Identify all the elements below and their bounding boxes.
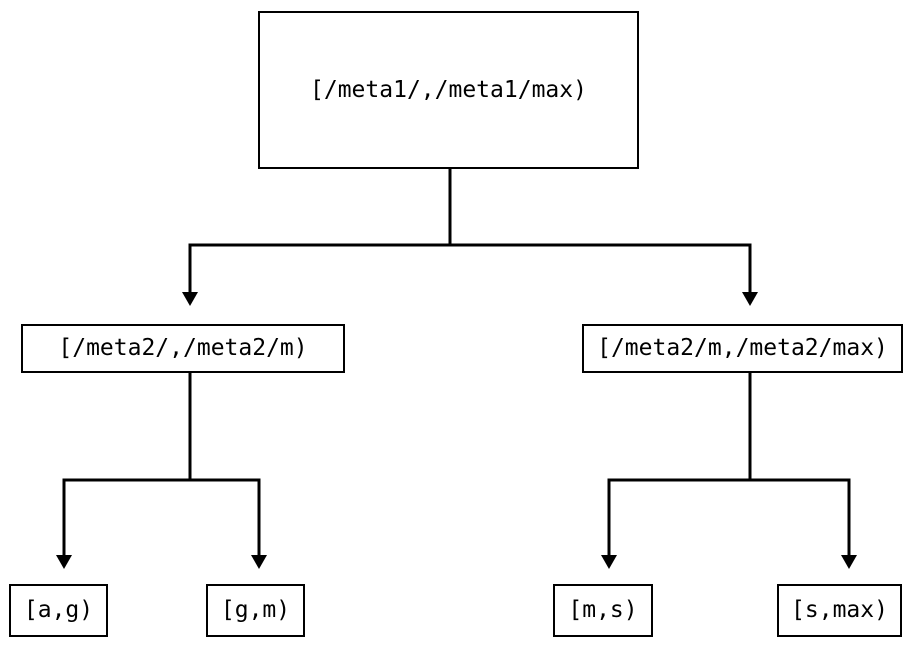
node-leaf-a-g[interactable]: [a,g) xyxy=(9,584,108,637)
node-leaf-g-m-label: [g,m) xyxy=(220,597,291,623)
edge-mid-right-to-leaf-m-s xyxy=(601,373,752,569)
node-leaf-m-s-label: [m,s) xyxy=(568,597,638,623)
node-mid-left[interactable]: [/meta2/,/meta2/m) xyxy=(21,324,345,373)
node-mid-right[interactable]: [/meta2/m,/meta2/max) xyxy=(582,324,903,373)
edge-root-to-mid-left xyxy=(182,169,452,306)
node-mid-right-label: [/meta2/m,/meta2/max) xyxy=(597,335,888,361)
node-leaf-g-m[interactable]: [g,m) xyxy=(206,584,305,637)
node-mid-left-label: [/meta2/,/meta2/m) xyxy=(58,335,308,361)
edge-mid-left-to-leaf-g-m xyxy=(190,478,267,569)
node-leaf-a-g-label: [a,g) xyxy=(23,597,94,623)
edge-mid-left-to-leaf-a-g xyxy=(56,373,192,569)
node-leaf-s-max[interactable]: [s,max) xyxy=(777,584,902,637)
edge-mid-right-to-leaf-s-max xyxy=(750,478,857,569)
node-root-label: [/meta1/,/meta1/max) xyxy=(310,76,587,103)
edge-root-to-mid-right xyxy=(450,243,758,306)
node-leaf-s-max-label: [s,max) xyxy=(791,597,888,623)
node-root[interactable]: [/meta1/,/meta1/max) xyxy=(258,11,639,169)
node-leaf-m-s[interactable]: [m,s) xyxy=(553,584,653,637)
